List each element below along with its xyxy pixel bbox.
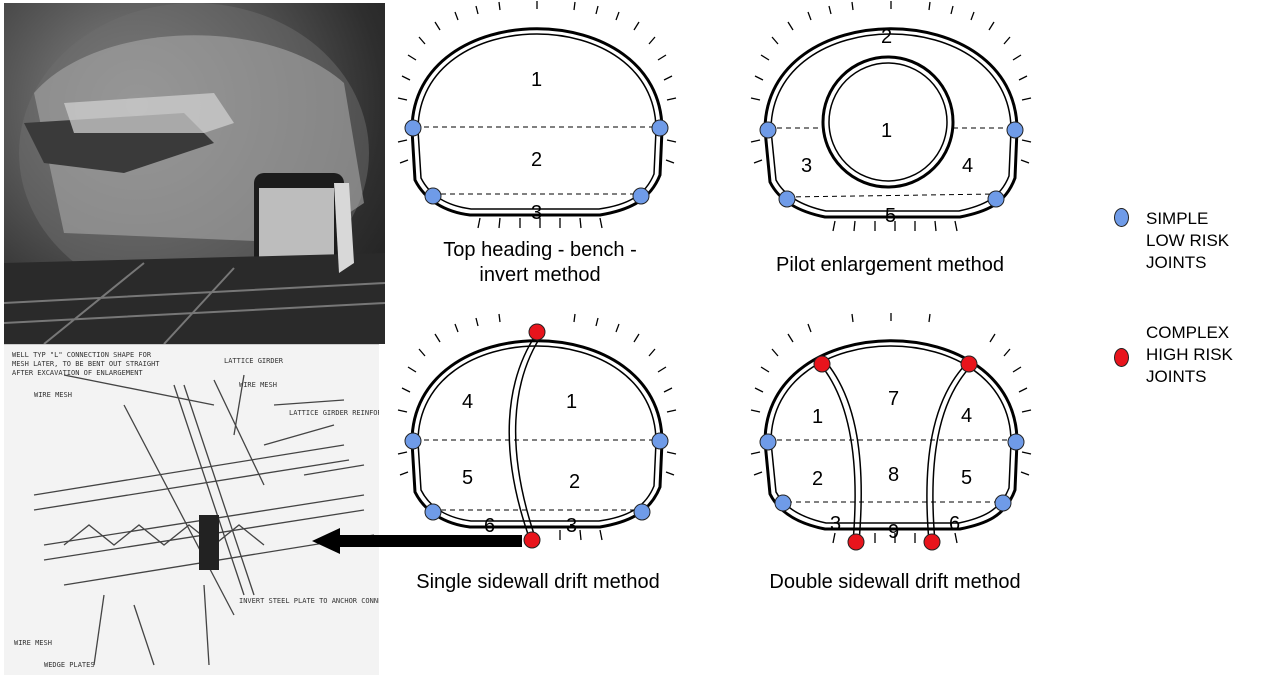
diagram-single-sidewall-drift: 4 1 5 2 6 3 (397, 313, 677, 549)
tunnel-construction-photo (3, 3, 386, 345)
region-label: 6 (484, 515, 495, 537)
simple-joint (404, 432, 422, 450)
region-label: 2 (569, 471, 580, 493)
complex-joint (847, 533, 865, 551)
drawing-note-5: WIRE MESH (239, 381, 277, 389)
complex-joint (528, 323, 546, 341)
tunnel-outline-outer (410, 27, 664, 217)
drawing-note-1: WELL TYP "L" CONNECTION SHAPE FOR (12, 351, 152, 359)
region-label: 4 (962, 155, 973, 177)
caption-top-heading-bench-invert: Top heading - bench - invert method (443, 239, 637, 286)
simple-joint (994, 494, 1012, 512)
drawing-note-4: LATTICE GIRDER (224, 357, 284, 365)
drawing-note-7: WIRE MESH (34, 391, 72, 399)
region-label: 1 (812, 406, 823, 428)
region-label: 5 (885, 205, 896, 227)
tunnel-outline-inner (417, 33, 657, 210)
simple-joint (759, 121, 777, 139)
region-label: 8 (888, 464, 899, 486)
tunnel-outline-outer (410, 339, 664, 529)
legend-complex-joint-swatch (1114, 348, 1129, 367)
legend-simple-joint-label: SIMPLE LOW RISK JOINTS (1146, 209, 1230, 272)
simple-joint (1006, 121, 1024, 139)
region-label: 6 (949, 513, 960, 535)
rock-bolts (750, 313, 1032, 544)
simple-joint (774, 494, 792, 512)
tunnel-outline-outer (763, 339, 1019, 531)
region-label: 2 (881, 26, 892, 48)
simple-joint (759, 433, 777, 451)
region-label: 3 (531, 202, 542, 224)
drawing-note-3: AFTER EXCAVATION OF ENLARGEMENT (12, 369, 143, 377)
simple-joint (651, 119, 669, 137)
simple-joint (651, 432, 669, 450)
drawing-note-9: WIRE MESH (14, 639, 52, 647)
detail-arrow (312, 528, 522, 554)
region-label: 2 (531, 149, 542, 171)
rock-bolts (397, 1, 677, 229)
simple-joint (987, 190, 1005, 208)
drawing-note-2: MESH LATER, TO BE BENT OUT STRAIGHT (12, 360, 160, 368)
rock-bolts (750, 1, 1032, 232)
simple-joint (778, 190, 796, 208)
simple-joint (424, 503, 442, 521)
region-label: 4 (961, 405, 972, 427)
diagram-double-sidewall-drift: 1 7 4 2 8 5 3 9 6 (750, 313, 1032, 551)
region-label: 2 (812, 468, 823, 490)
region-label: 9 (888, 521, 899, 543)
legend-complex-joint-label: COMPLEX HIGH RISK JOINTS (1146, 323, 1233, 386)
region-label: 1 (881, 120, 892, 142)
region-label: 3 (830, 513, 841, 535)
simple-joint (404, 119, 422, 137)
region-label: 1 (531, 69, 542, 91)
region-label: 4 (462, 391, 473, 413)
tunnel-outline-inner (770, 345, 1012, 524)
lattice-girder-drawing: WELL TYP "L" CONNECTION SHAPE FOR MESH L… (4, 344, 560, 675)
complex-joint (523, 531, 541, 549)
simple-joint (633, 503, 651, 521)
region-label: 1 (566, 391, 577, 413)
photo-illustration (3, 3, 386, 345)
simple-joint (1007, 433, 1025, 451)
diagram-pilot-enlargement: 2 1 3 4 5 (750, 1, 1032, 232)
simple-joint (632, 187, 650, 205)
drawing-note-10: WEDGE PLATES (44, 661, 95, 669)
legend-simple-joint-swatch (1114, 208, 1129, 227)
region-label: 7 (888, 388, 899, 410)
simple-joint (424, 187, 442, 205)
tunnel-outline-inner (417, 345, 657, 522)
region-label: 3 (801, 155, 812, 177)
diagram-top-heading-bench-invert: 1 2 3 (397, 1, 677, 229)
caption-pilot-enlargement: Pilot enlargement method (776, 254, 1004, 276)
complex-joint (960, 355, 978, 373)
region-label: 5 (961, 467, 972, 489)
rock-bolts (397, 313, 677, 541)
complex-joint (813, 355, 831, 373)
caption-single-sidewall-drift: Single sidewall drift method (416, 571, 660, 593)
caption-double-sidewall-drift: Double sidewall drift method (769, 571, 1021, 593)
region-label: 3 (566, 515, 577, 537)
drawing-note-6: LATTICE GIRDER REINFORCING (289, 409, 379, 417)
region-label: 5 (462, 467, 473, 489)
complex-joint (923, 533, 941, 551)
